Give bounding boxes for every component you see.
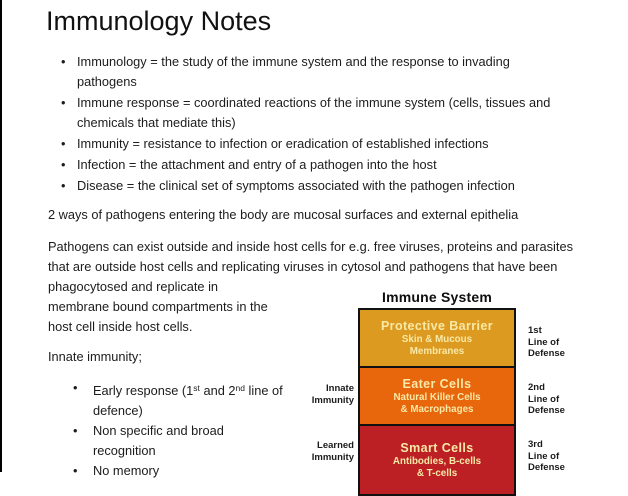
box-subtitle: & Macrophages: [400, 403, 474, 415]
box-title: Eater Cells: [402, 376, 472, 391]
list-item: • Disease = the clinical set of symptoms…: [0, 176, 628, 196]
list-item-text: pathogens: [77, 74, 137, 89]
bullet-icon: •: [73, 423, 78, 438]
box-subtitle: Membranes: [409, 345, 465, 357]
bullet-icon: •: [61, 54, 66, 69]
bullet-icon: •: [61, 136, 66, 151]
list-item-text: recognition: [93, 443, 156, 458]
third-line-of-defense-label: 3rd Line of Defense: [528, 439, 565, 473]
paragraph-line: host cell inside host cells.: [48, 319, 193, 334]
innate-immunity-heading: Innate immunity;: [48, 349, 142, 364]
list-item: • Non specific and broad recognition: [0, 421, 628, 461]
box-subtitle: Natural Killer Cells: [393, 391, 481, 403]
paragraph-pathogens: Pathogens can exist outside and inside h…: [48, 237, 628, 337]
page-title: Immunology Notes: [46, 6, 272, 36]
list-item-text: defence): [93, 403, 143, 418]
list-item: • Immunity = resistance to infection or …: [0, 134, 628, 154]
list-item-text: Immunology = the study of the immune sys…: [77, 54, 510, 69]
bullet-icon: •: [73, 463, 78, 478]
diagram-title: Immune System: [382, 289, 492, 305]
box-subtitle: Skin & Mucous: [401, 333, 473, 345]
immune-system-diagram[interactable]: Immune System Protective Barrier Skin & …: [298, 284, 628, 496]
diagram-box-smart-cells: Smart Cells Antibodies, B-cells & T-cell…: [358, 424, 516, 496]
diagram-box-eater-cells: Eater Cells Natural Killer Cells & Macro…: [358, 366, 516, 426]
list-item-text: Immunity = resistance to infection or er…: [77, 136, 489, 151]
page-left-edge: [0, 0, 2, 472]
bullet-icon: •: [61, 157, 66, 172]
list-item-text: Disease = the clinical set of symptoms a…: [77, 178, 515, 193]
bullet-icon: •: [61, 95, 66, 110]
paragraph-line: phagocytosed and replicate in: [48, 279, 219, 294]
bullet-icon: •: [73, 380, 78, 395]
list-item-text: Immune response = coordinated reactions …: [77, 95, 551, 110]
paragraph-line: membrane bound compartments in the: [48, 299, 268, 314]
paragraph-line: that are outside host cells and replicat…: [48, 259, 558, 274]
second-line-of-defense-label: 2nd Line of Defense: [528, 382, 565, 416]
list-item: • Infection = the attachment and entry o…: [0, 155, 628, 175]
innate-immunity-label: Innate Immunity: [311, 383, 354, 406]
learned-immunity-label: Learned Immunity: [311, 440, 354, 463]
box-title: Smart Cells: [400, 440, 474, 455]
list-item-text: chemicals that mediate this): [77, 115, 236, 130]
list-item-text: Infection = the attachment and entry of …: [77, 157, 437, 172]
paragraph-line: Pathogens can exist outside and inside h…: [48, 239, 573, 254]
diagram-box-protective-barrier: Protective Barrier Skin & Mucous Membran…: [358, 308, 516, 368]
box-subtitle: & T-cells: [416, 467, 458, 479]
first-line-of-defense-label: 1st Line of Defense: [528, 325, 565, 359]
list-item: • Early response (1st and 2nd line of de…: [0, 378, 628, 421]
paragraph-two-ways: 2 ways of pathogens entering the body ar…: [48, 207, 519, 222]
document-page: Immunology Notes • Immunology = the stud…: [0, 6, 628, 496]
list-item-text: Early response (1st and 2nd line of: [93, 383, 283, 398]
list-item: • Immune response = coordinated reaction…: [0, 93, 628, 133]
superscript: nd: [235, 383, 245, 393]
superscript: st: [193, 383, 200, 393]
list-item: • Immunology = the study of the immune s…: [0, 52, 628, 92]
definitions-list: • Immunology = the study of the immune s…: [0, 52, 628, 196]
box-title: Protective Barrier: [380, 318, 494, 333]
bullet-icon: •: [61, 178, 66, 193]
list-item-text: Non specific and broad: [93, 423, 224, 438]
box-subtitle: Antibodies, B-cells: [392, 455, 482, 467]
